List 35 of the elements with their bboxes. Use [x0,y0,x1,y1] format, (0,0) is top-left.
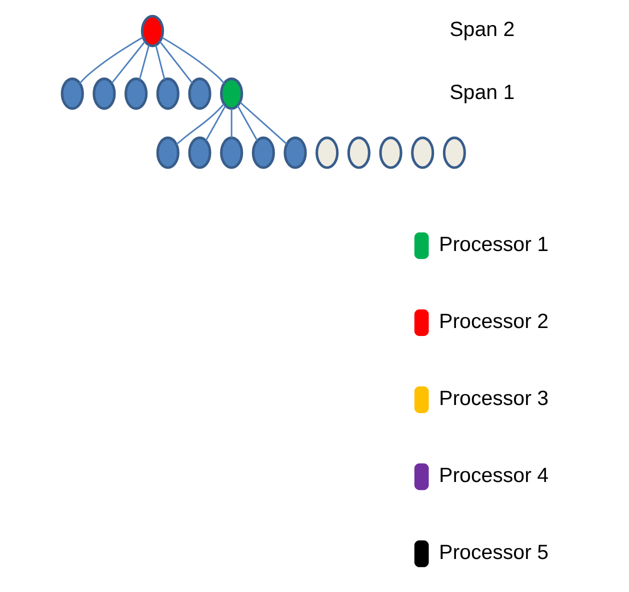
node-ellipse [188,78,212,110]
node-ellipse [442,136,466,169]
node-ellipse [156,136,180,169]
node-ellipse [156,78,180,110]
node-ellipse [411,136,434,169]
node-ellipse [60,78,84,110]
node-ellipse [140,14,164,48]
connector [159,41,193,84]
legend-label: Processor 1 [439,232,549,256]
node-ellipse [316,136,339,169]
connector [230,108,232,138]
node-ellipse [92,78,116,110]
node-ellipse [347,136,370,169]
node-ellipse [284,136,307,169]
legend-label: Processor 4 [439,464,549,487]
connector [176,103,225,145]
connector [205,105,226,142]
legend-label: Processor 3 [439,386,549,410]
connector [155,45,166,80]
connector [79,36,144,84]
node-ellipse [252,136,275,169]
legend-label: Processor 5 [439,540,549,564]
connector [240,102,288,145]
node-ellipse [188,136,212,169]
connector [138,45,150,80]
node-ellipse [124,78,148,110]
connector [162,36,225,84]
connector [237,105,258,142]
node-ellipse [220,136,244,169]
label: Span 2 [450,18,515,42]
connector [111,41,146,84]
label: Span 1 [450,80,515,104]
legend-label: Processor 2 [439,310,549,333]
node-ellipse [379,136,402,169]
node-ellipse [220,78,244,110]
